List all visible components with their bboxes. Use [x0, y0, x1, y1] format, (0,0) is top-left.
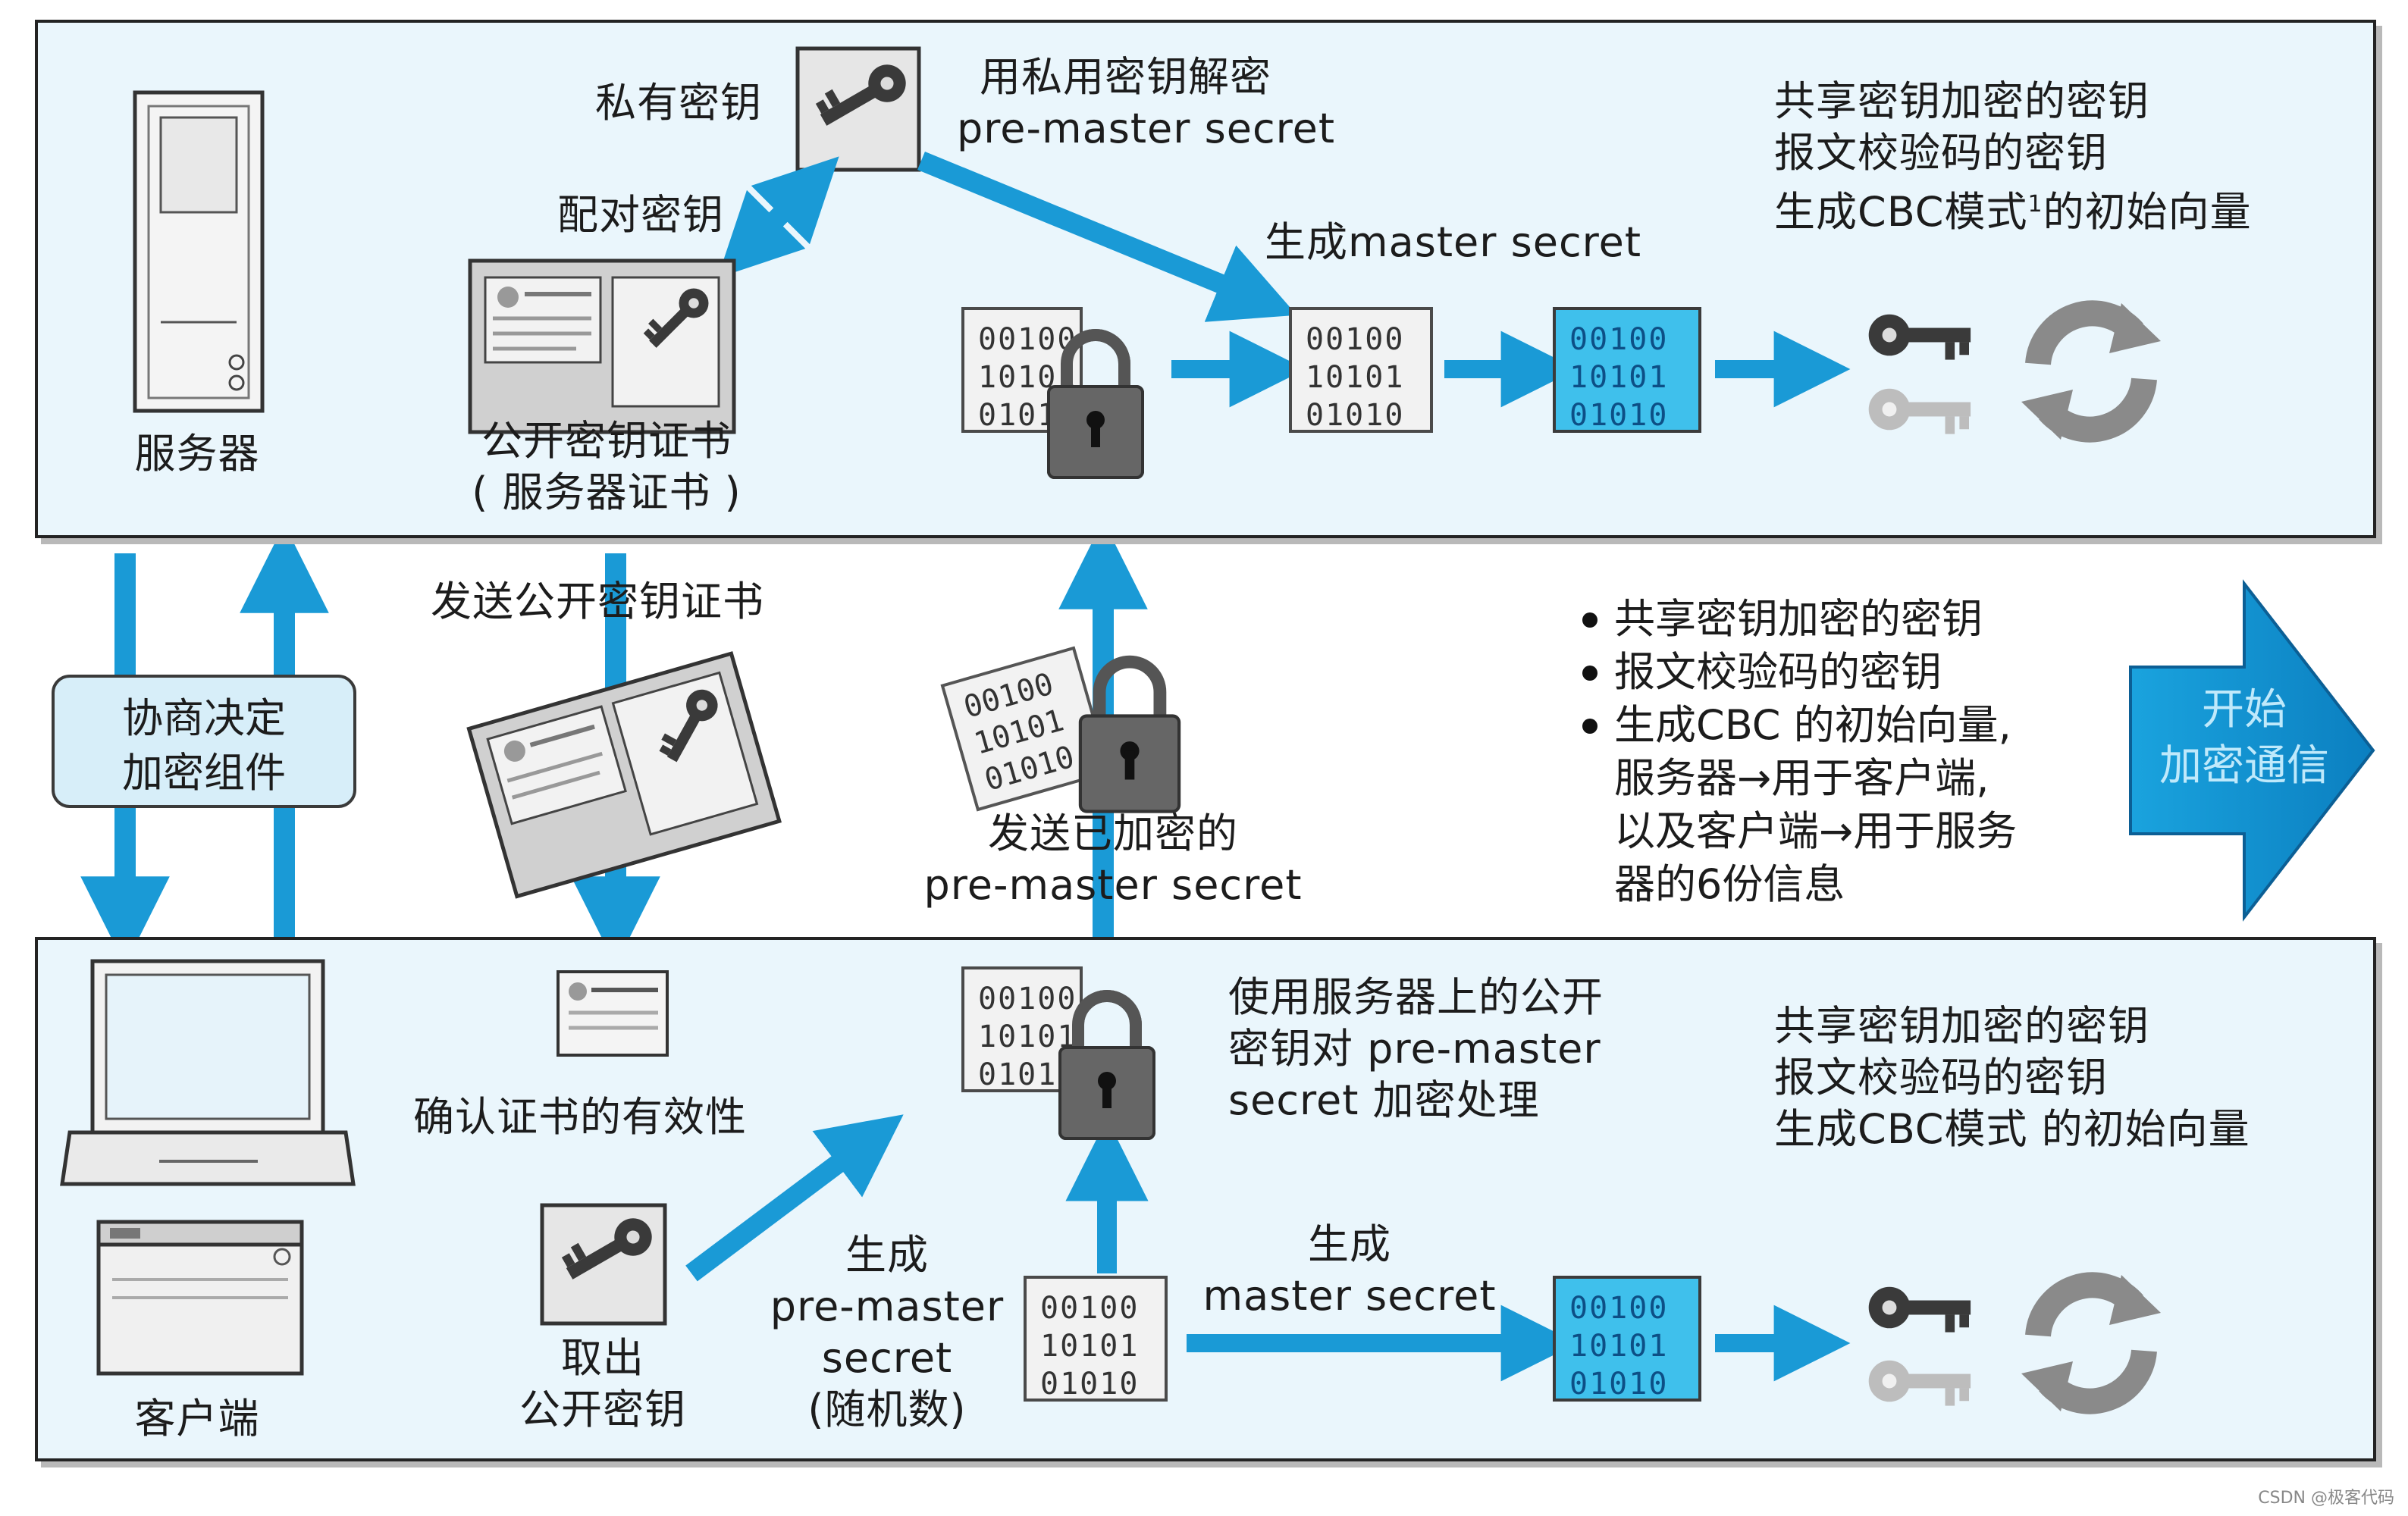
- laptop-icon: [60, 959, 356, 1186]
- encrypt-label: 使用服务器上的公开 密钥对 pre-master secret 加密处理: [1228, 973, 1604, 1124]
- server-label: 服务器: [134, 430, 260, 478]
- six-items-list: 共享密钥加密的密钥 报文校验码的密钥 生成CBC 的初始向量, 服务器→用于客户…: [1581, 593, 2017, 911]
- send-premaster-label: 发送已加密的 pre-master secret: [923, 810, 1303, 909]
- small-certificate-icon: [557, 970, 669, 1057]
- client-panel: [35, 937, 2376, 1461]
- gen-master-label: 生成 master secret: [1202, 1220, 1497, 1320]
- pair-key-arrow: [717, 156, 839, 278]
- send-cert-label: 发送公开密钥证书: [431, 578, 764, 625]
- client-shared-key-icon: [1868, 1286, 1971, 1333]
- list-item-continuation: 器的6份信息: [1614, 860, 1845, 908]
- decrypt-label: 用私用密钥解密 pre-master secret: [957, 53, 1336, 152]
- certificate-label: 公开密钥证书 ( 服务器证书 ): [472, 417, 742, 516]
- extract-key-label: 取出 公开密钥: [519, 1334, 686, 1433]
- list-item: 报文校验码的密钥: [1581, 646, 2017, 699]
- verify-cert-label: 确认证书的有效性: [413, 1093, 747, 1141]
- start-communication-arrow: [2129, 579, 2375, 922]
- arrow-to-master-secret: [917, 151, 1297, 322]
- server-keys-label: 共享密钥加密的密钥 报文校验码的密钥 生成CBC模式1的初始向量: [1774, 77, 2252, 236]
- list-item-continuation: 服务器→用于客户端,: [1614, 754, 1989, 802]
- start-communication-label: 开始 加密通信: [2159, 685, 2329, 791]
- list-item: 共享密钥加密的密钥: [1581, 593, 2017, 646]
- browser-window-icon: [96, 1220, 304, 1376]
- public-key-icon: [540, 1203, 667, 1326]
- client-keys-label: 共享密钥加密的密钥 报文校验码的密钥 生成CBC模式 的初始向量: [1774, 1002, 2250, 1153]
- list-item-continuation: 以及客户端→用于服务: [1614, 807, 2018, 855]
- pair-key-label: 配对密钥: [557, 191, 724, 239]
- negotiate-box: 协商决定 加密组件: [52, 675, 356, 808]
- client-refresh-icon: [2021, 1275, 2161, 1411]
- arrow-key-to-encrypt: [685, 1114, 904, 1282]
- sent-certificate-icon: [466, 651, 782, 899]
- certificate-icon: [468, 258, 736, 434]
- client-label: 客户端: [134, 1395, 260, 1442]
- private-key-label: 私有密钥: [595, 79, 762, 127]
- master-secret-label: 生成master secret: [1265, 218, 1642, 266]
- credit-watermark: CSDN @极客代码: [2258, 1489, 2394, 1508]
- list-item: 生成CBC 的初始向量,: [1581, 699, 2017, 752]
- client-mac-key-icon: [1868, 1360, 1971, 1406]
- server-icon: [133, 90, 265, 413]
- gen-premaster-label: 生成 pre-master secret (随机数): [770, 1231, 1005, 1433]
- private-key-icon: [795, 46, 921, 172]
